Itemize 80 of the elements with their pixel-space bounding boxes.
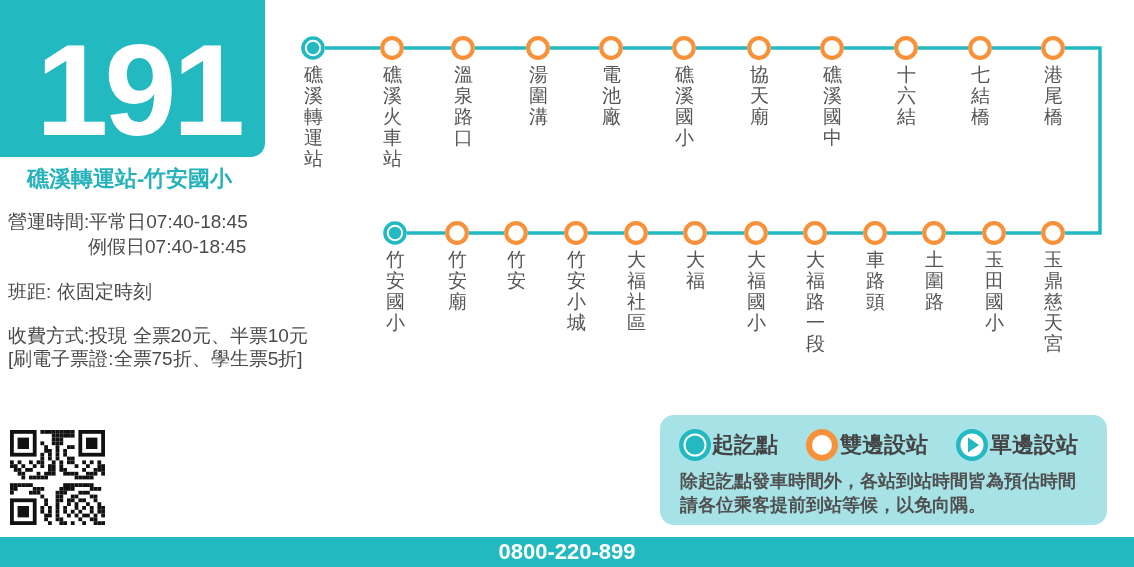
stop-name: 大福社區 [626,250,646,334]
route-line [648,231,683,235]
route-line [827,231,863,235]
fare-info: 收費方式:投現 全票20元、半票10元 [8,324,308,347]
route-line [696,46,747,50]
bus-stop [383,221,407,334]
stop-name: 大福國小 [746,250,766,334]
bus-stop [747,36,771,128]
bus-stop [922,221,946,313]
stop-name: 港尾橋 [1043,65,1063,128]
stop-name: 竹安小城 [566,250,586,334]
bus-stop [968,36,992,128]
stop-name: 礁溪國中 [822,65,842,149]
bus-stop [672,36,696,149]
stop-name: 溫泉路口 [453,65,473,149]
route-line [325,46,380,50]
stop-name: 竹安國小 [385,250,405,334]
stop-name: 協天廟 [749,65,769,128]
route-line [469,231,504,235]
route-line [407,231,445,235]
bus-stop [1041,221,1065,355]
e-ticket-fare-info: [刷電子票證:全票75折、學生票5折] [8,347,303,370]
stop-name: 大福路一段 [805,250,825,355]
route-line [404,46,451,50]
stop-name: 礁溪火車站 [382,65,402,170]
stop-name: 竹安廟 [447,250,467,313]
bus-stop [564,221,588,334]
stop-name: 電池廠 [601,65,621,128]
stop-name: 十六結 [896,65,916,128]
bus-stop [380,36,404,170]
stop-name: 礁溪國小 [674,65,694,149]
bus-stop [744,221,768,334]
bus-stop [982,221,1006,334]
route-line [946,231,982,235]
legend-label: 起訖點 [712,431,778,459]
headway-note: 班距: 依固定時刻 [8,280,152,303]
bus-stop [451,36,475,149]
route-line [1065,46,1102,235]
route-line [844,46,894,50]
route-line [887,231,922,235]
stop-name: 車路頭 [865,250,885,313]
bus-stop [683,221,707,292]
notice-text: 除起訖點發車時間外，各站到站時間皆為預估時間 [680,470,1076,493]
route-line [992,46,1041,50]
route-number: 191 [0,0,265,157]
bus-stop [1041,36,1065,128]
route-line [707,231,744,235]
route-line [918,46,968,50]
bus-stop [803,221,827,355]
route-line [550,46,599,50]
stop-name: 玉鼎慈天宮 [1043,250,1063,355]
bus-stop [863,221,887,313]
route-line [588,231,624,235]
service-hours: 營運時間:平常日07:40-18:45 [8,210,248,233]
route-line [528,231,564,235]
stop-name: 七結橋 [970,65,990,128]
notice-text: 請各位乘客提前到站等候，以免向隅。 [680,494,986,517]
route-line [623,46,672,50]
bus-stop [526,36,550,128]
legend-label: 雙邊設站 [840,431,928,459]
bus-stop [504,221,528,292]
bus-stop [301,36,325,170]
route-subtitle: 礁溪轉運站-竹安國小 [27,167,233,190]
bus-stop [599,36,623,128]
bus-stop [894,36,918,128]
stop-name: 礁溪轉運站 [303,65,323,170]
route-line [768,231,803,235]
bus-stop [820,36,844,149]
route-line [771,46,820,50]
phone-number: 0800-220-899 [498,539,636,565]
legend-label: 單邊設站 [990,431,1078,459]
stop-name: 竹安 [506,250,526,292]
holiday-hours: 例假日07:40-18:45 [88,235,247,258]
route-line [1006,231,1041,235]
stop-name: 大福 [685,250,705,292]
stop-name: 湯圍溝 [528,65,548,128]
stop-name: 玉田國小 [984,250,1004,334]
route-line [475,46,526,50]
stop-name: 土圍路 [924,250,944,313]
bus-stop [445,221,469,313]
